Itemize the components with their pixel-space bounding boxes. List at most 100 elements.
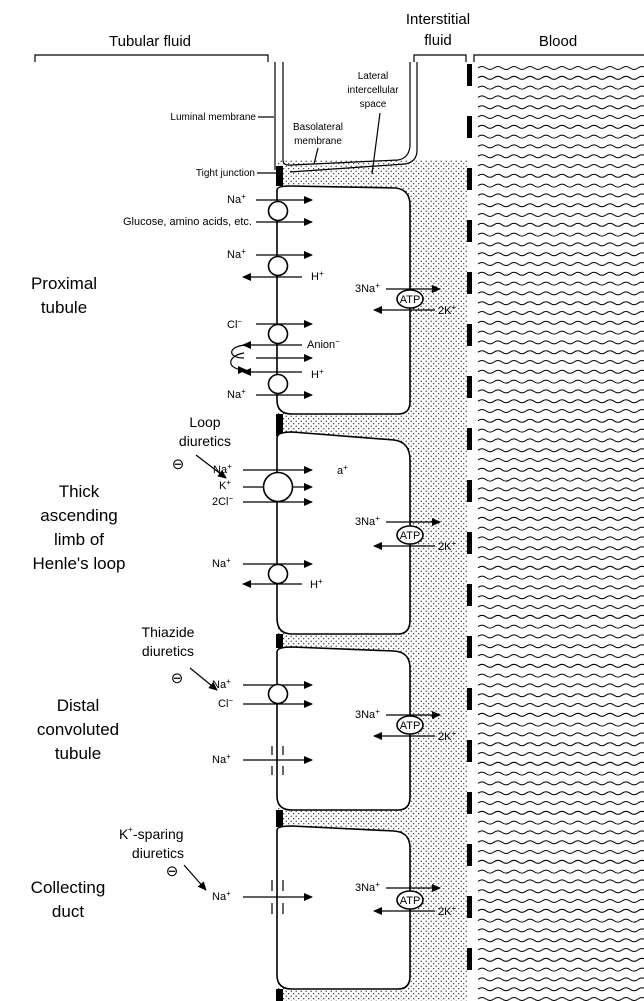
na-k-atpase (396, 525, 424, 545)
blood-wave (477, 761, 644, 766)
blood-wave (477, 242, 644, 247)
blood-wave (477, 556, 644, 560)
proximal-label-1: Proximal (31, 274, 97, 293)
blood-wave (477, 781, 644, 786)
blood-wave (477, 428, 644, 433)
capillary-wall-segment (467, 636, 472, 658)
capillary-wall-segment (467, 168, 472, 190)
blood-wave (477, 340, 644, 345)
blood-wave (477, 409, 644, 413)
ion-cl: Cl− (218, 696, 233, 710)
blood-wave (477, 938, 644, 943)
ion-3na: 3Na+ (355, 514, 380, 528)
thiazide-label-1: Thiazide (142, 624, 195, 640)
segment-labels: Proximal tubule Thick ascending limb of … (31, 274, 126, 921)
enac-channel (271, 880, 284, 914)
capillary-wall-segment (467, 740, 472, 762)
basolateral-label-2: membrane (294, 136, 342, 147)
ion-2k: 2K+ (438, 539, 456, 553)
blood-wave (477, 869, 644, 874)
blood-wave (477, 458, 644, 462)
luminal-membrane-label: Luminal membrane (170, 112, 256, 123)
blood-wave (477, 95, 644, 100)
blood-wave (477, 742, 644, 747)
blood-wave (477, 203, 644, 208)
ksparing-label-2: diuretics (132, 845, 184, 861)
ion-cl: Cl− (227, 317, 242, 331)
ion-3na: 3Na+ (355, 880, 380, 894)
tight-junction (276, 414, 283, 436)
na-h-exchanger (267, 255, 289, 277)
na-channel (271, 746, 284, 775)
top-cell-membrane (282, 62, 411, 166)
na-k-atpase (396, 890, 424, 910)
lateral-space-label-2: intercellular (347, 85, 399, 96)
blood-wave (477, 134, 644, 139)
capillary-wall-segment (467, 792, 472, 814)
blood-wave (477, 213, 644, 217)
blood-wave (477, 144, 644, 149)
ion-na: Na+ (212, 889, 231, 903)
blood-wave (477, 369, 644, 374)
atp-label: ATP (400, 720, 421, 732)
blood-wave (477, 301, 644, 306)
blood-wave (477, 830, 644, 835)
ion-h: H+ (311, 367, 324, 381)
proximal-transporters: Na+ Glucose, amino acids, etc. Na+ H+ Cl… (123, 192, 456, 401)
ion-na: Na+ (227, 247, 246, 261)
tight-junction (276, 634, 283, 648)
blood-wave (477, 360, 644, 364)
loop-inhibit-symbol: ⊖ (172, 456, 185, 473)
blood-wave (477, 252, 644, 257)
blood-wave (477, 732, 644, 737)
blood-wave (477, 85, 644, 90)
cl-anion-exchanger (267, 323, 289, 345)
ion-na: Na+ (212, 752, 231, 766)
blood-wave (477, 908, 644, 913)
blood-wave (477, 595, 644, 600)
blood-wave (477, 997, 644, 1001)
blood-wave (477, 722, 644, 727)
basolateral-label-1: Basolateral (293, 122, 343, 133)
distal-label-3: tubule (55, 744, 101, 763)
tight-junction (276, 166, 283, 186)
ksparing-label-k: K (119, 826, 129, 842)
proximal-label-2: tubule (41, 298, 87, 317)
distal-transporters: Na+ Cl− Na+ 3Na+ ATP 2K+ (212, 677, 456, 775)
blood-wave (477, 105, 644, 110)
capillary-wall-segment (467, 64, 472, 86)
blood-wave (477, 752, 644, 756)
blood-wave (477, 115, 644, 119)
blood-wave (477, 575, 644, 580)
blood-wave (477, 193, 644, 198)
blood-wave (477, 918, 644, 923)
capillary-wall-segment (467, 688, 472, 710)
distal-label-2: convoluted (37, 720, 119, 739)
ion-glucose: Glucose, amino acids, etc. (123, 216, 252, 228)
basolateral-leader (313, 147, 319, 165)
blood-wave (477, 271, 644, 276)
ion-h: H+ (310, 577, 323, 591)
thiazide-label-2: diuretics (142, 643, 194, 659)
thiazide-arrow (189, 667, 218, 691)
capillary-wall-segment (467, 584, 472, 606)
ksparing-label-rest: -sparing (133, 826, 184, 842)
blood-wave (477, 281, 644, 286)
loop-diuretics-arrow (195, 454, 227, 479)
blood-wave (477, 536, 644, 541)
blood-wave (477, 546, 644, 551)
blood-wave (477, 957, 644, 962)
ion-na: Na+ (213, 462, 232, 476)
capillary-wall-segment (467, 844, 472, 866)
capillary-wall-segment (467, 272, 472, 294)
blood-wave (477, 477, 644, 482)
thick-limb-label-2: ascending (40, 506, 118, 525)
blood-wave (477, 889, 644, 894)
blood-wave (477, 810, 644, 815)
blood-wave (477, 66, 644, 70)
interstitial-header-line2: fluid (424, 32, 452, 49)
ion-2k: 2K+ (438, 303, 456, 317)
na-k-atpase (396, 715, 424, 735)
blood-wave (477, 850, 644, 854)
blood-wave (477, 712, 644, 717)
